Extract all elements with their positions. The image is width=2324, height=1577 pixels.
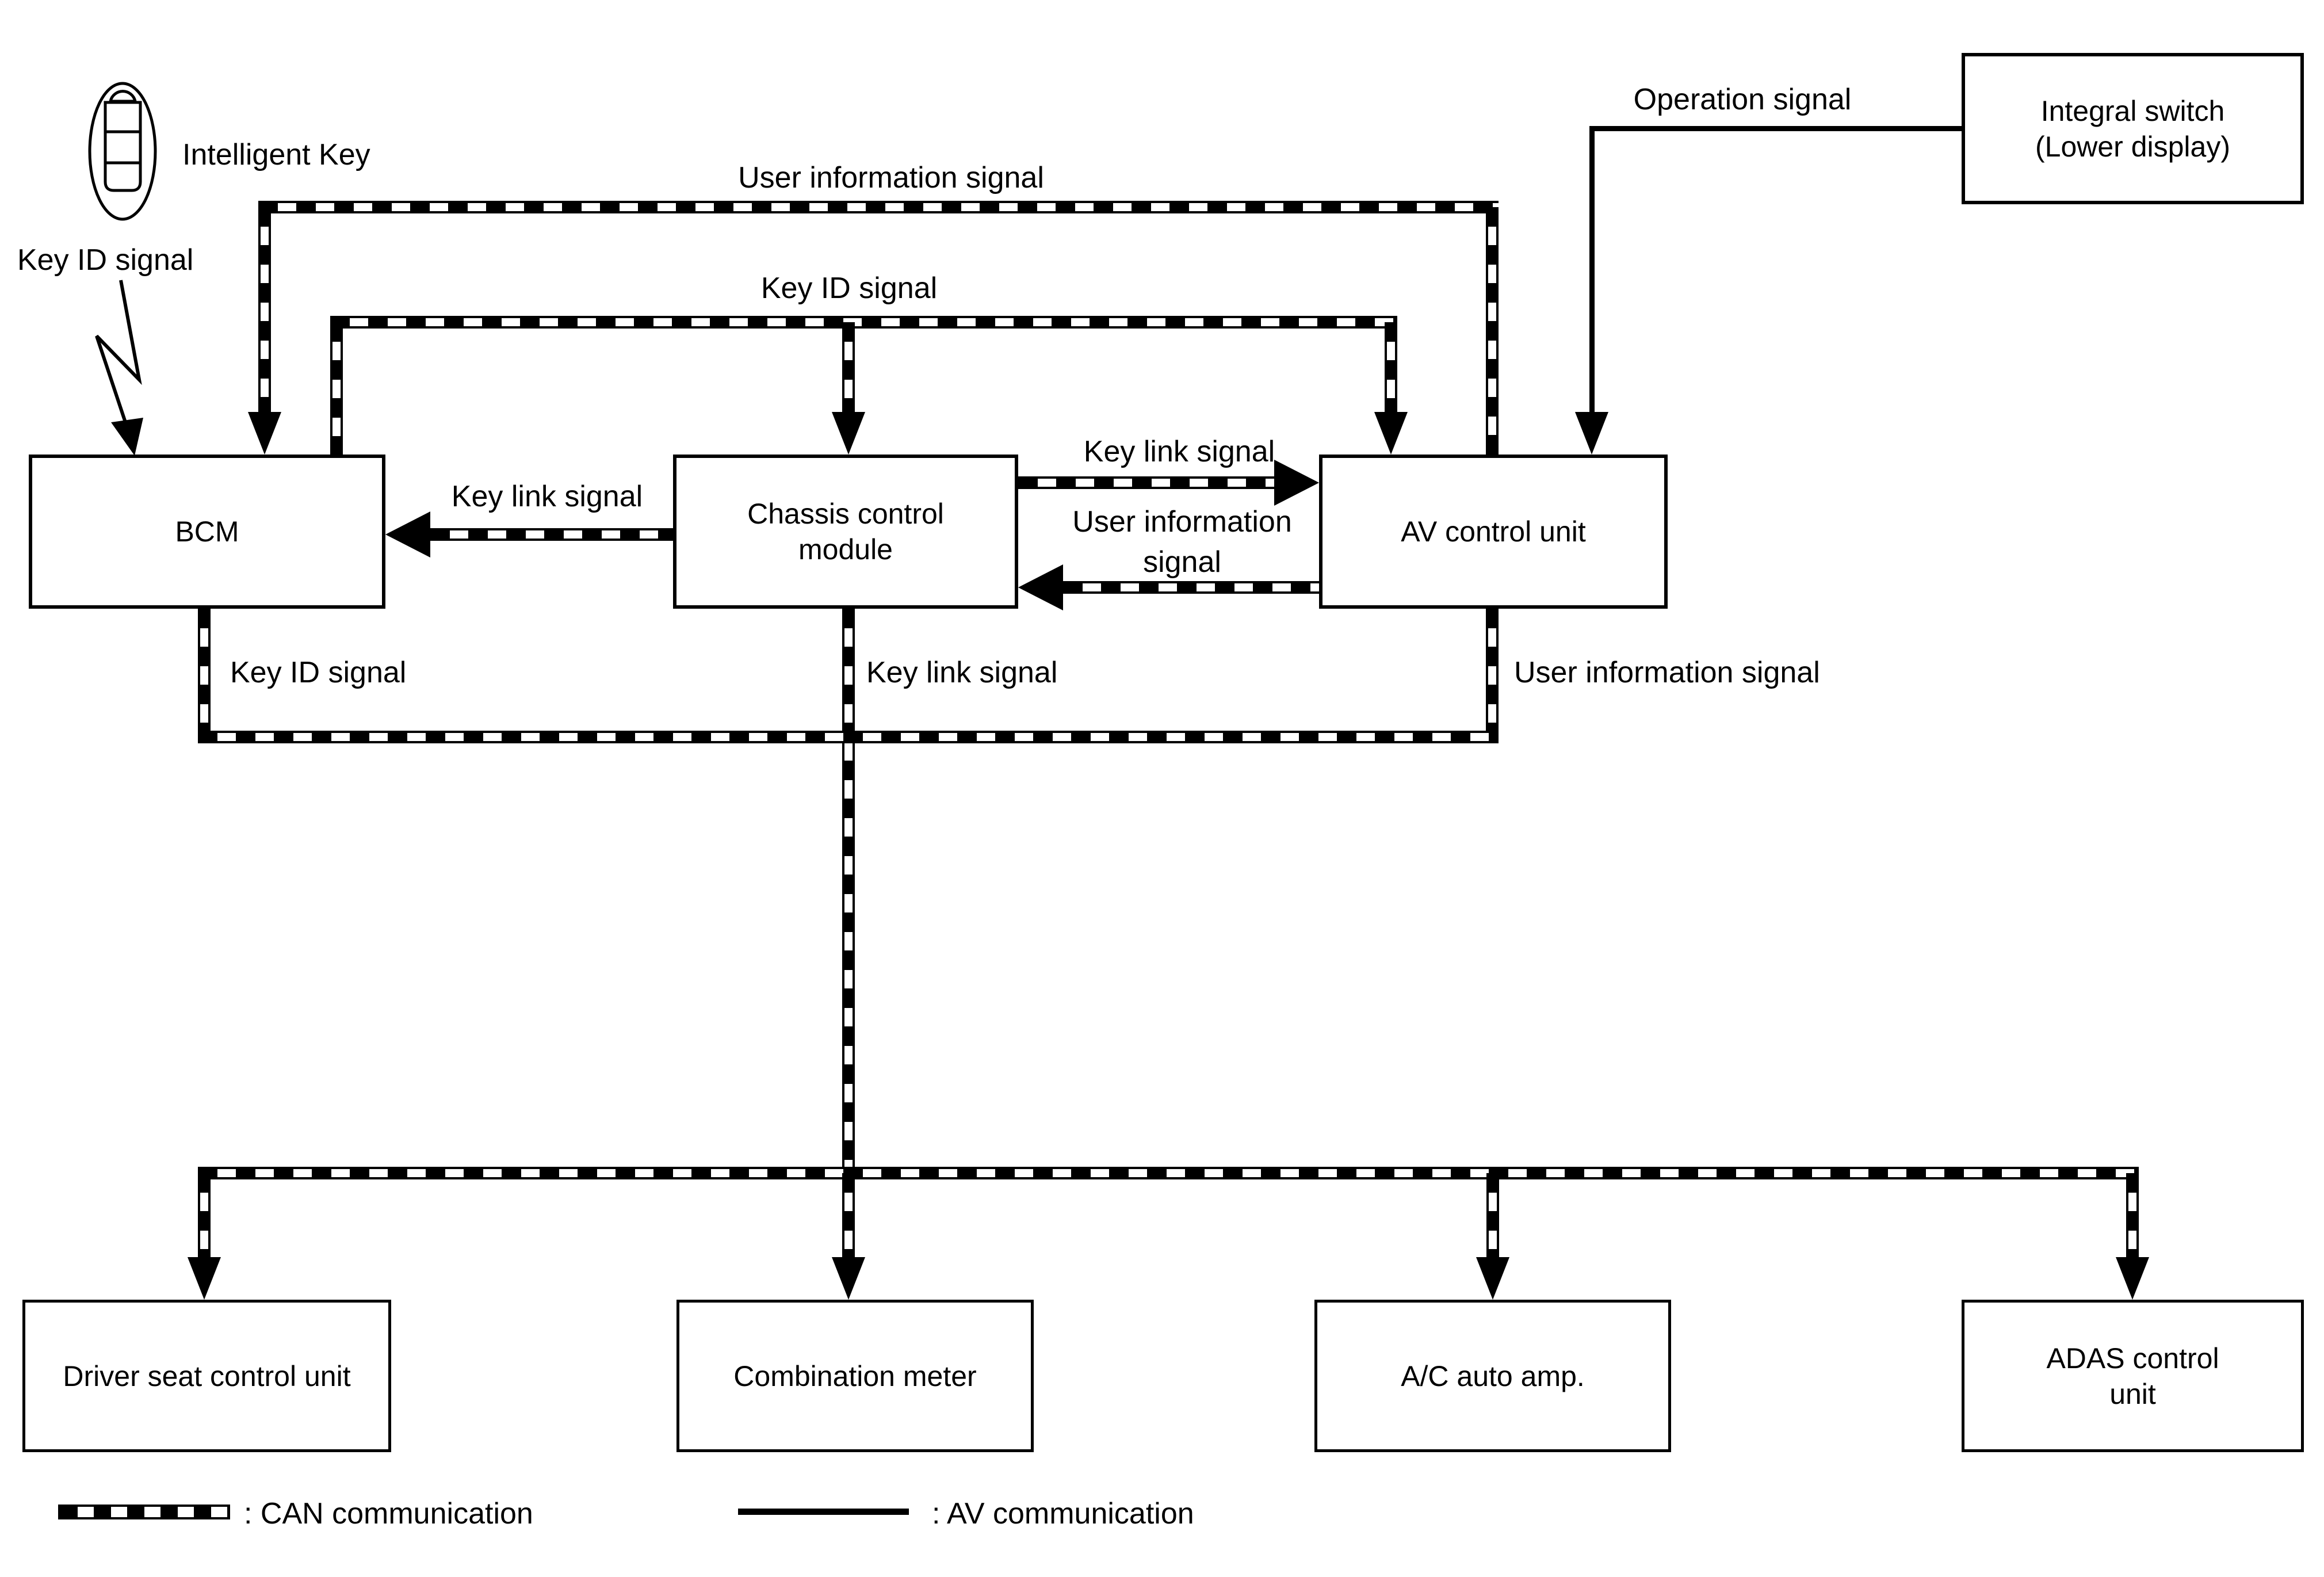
node-av-control-unit: AV control unit — [1319, 455, 1668, 609]
arrowhead-user-info-into-bcm — [248, 412, 281, 455]
arrowhead-into-bcm-right — [385, 511, 430, 558]
arrowhead-into-chassis-right — [1018, 564, 1063, 610]
can-line-center-vertical — [842, 609, 855, 1179]
can-line-chassis-to-av — [1018, 476, 1275, 489]
user-information-mid-label: User information signal — [1072, 502, 1291, 582]
intelligent-key-label: Intelligent Key — [182, 138, 370, 171]
can-line-drop-adas — [2126, 1173, 2139, 1258]
node-driver-seat-control-unit: Driver seat control unit — [22, 1300, 391, 1452]
node-chassis-control-module: Chassis control module — [673, 455, 1018, 609]
user-information-mid-label-line2: signal — [1143, 545, 1221, 579]
arrowhead-key-id-into-av — [1374, 412, 1408, 455]
node-bcm-label: BCM — [175, 516, 239, 548]
node-integral-label-line1: Integral switch — [2040, 94, 2225, 127]
can-line-user-info-right-drop — [1486, 207, 1499, 455]
can-line-chassis-to-bcm — [430, 528, 673, 541]
node-adas-control-unit: ADAS control unit — [1962, 1300, 2304, 1452]
node-chassis-label-line1: Chassis control — [747, 498, 944, 530]
arrowhead-into-adas — [2116, 1257, 2149, 1300]
can-line-drop-combination-meter — [842, 1173, 855, 1258]
can-line-av-bottom-drop — [1486, 609, 1499, 743]
can-line-bcm-bottom-drop — [198, 609, 211, 743]
can-line-drop-driver-seat — [198, 1173, 211, 1258]
node-driver-seat-label: Driver seat control unit — [63, 1360, 351, 1392]
key-link-signal-branch-label: Key link signal — [866, 656, 1058, 689]
av-line-operation-horizontal — [1589, 126, 1962, 131]
node-adas-label-line1: ADAS control — [2046, 1342, 2219, 1374]
arrowhead-into-driver-seat — [188, 1257, 221, 1300]
key-link-signal-right-label: Key link signal — [1083, 435, 1275, 468]
can-line-av-to-chassis — [1063, 581, 1319, 594]
av-line-operation-vertical — [1589, 126, 1595, 413]
user-information-signal-top-label: User information signal — [738, 161, 1044, 194]
can-line-key-id-bus — [330, 316, 1397, 329]
key-link-signal-left-label: Key link signal — [451, 480, 643, 513]
can-line-key-id-mid-drop — [842, 322, 855, 413]
key-id-lightning-arrow — [95, 280, 143, 456]
node-chassis-label-line2: module — [798, 533, 893, 566]
key-id-signal-bus-label: Key ID signal — [760, 272, 938, 305]
arrowhead-into-combination-meter — [832, 1257, 865, 1300]
node-adas-label-line2: unit — [2109, 1377, 2156, 1410]
node-bcm: BCM — [29, 455, 385, 609]
node-combination-meter: Combination meter — [676, 1300, 1034, 1452]
user-information-mid-label-line1: User information — [1072, 505, 1292, 539]
legend-av-line-sample — [738, 1509, 909, 1515]
node-av-label: AV control unit — [1401, 516, 1586, 548]
arrowhead-into-ac-auto-amp — [1476, 1257, 1509, 1300]
legend-can-line-sample — [58, 1505, 230, 1519]
legend-av-label: : AV communication — [932, 1497, 1194, 1530]
user-information-signal-branch-label: User information signal — [1514, 656, 1820, 689]
arrowhead-into-av-left — [1274, 460, 1319, 506]
can-line-user-info-left-drop — [258, 207, 271, 415]
arrowhead-operation-into-av — [1575, 412, 1608, 455]
key-id-callout-label: Key ID signal — [17, 243, 194, 277]
intelligent-key-icon — [88, 82, 157, 221]
arrowhead-key-id-into-chassis — [832, 412, 865, 455]
can-line-mid-bus — [198, 731, 1499, 743]
node-ac-auto-amp: A/C auto amp. — [1314, 1300, 1671, 1452]
node-ac-auto-amp-label: A/C auto amp. — [1401, 1360, 1585, 1392]
key-id-signal-branch-label: Key ID signal — [230, 656, 407, 689]
can-line-key-id-left-drop — [330, 322, 343, 455]
node-integral-label-line2: (Lower display) — [2035, 130, 2230, 163]
node-combination-meter-label: Combination meter — [733, 1360, 977, 1392]
can-line-user-info-top-bus — [258, 201, 1499, 213]
operation-signal-label: Operation signal — [1633, 83, 1852, 116]
can-line-drop-ac-auto-amp — [1486, 1173, 1499, 1258]
can-line-key-id-right-drop — [1385, 322, 1397, 413]
legend-can-label: : CAN communication — [244, 1497, 533, 1530]
node-integral-switch: Integral switch (Lower display) — [1962, 53, 2304, 204]
can-line-lower-bus — [198, 1167, 2139, 1179]
